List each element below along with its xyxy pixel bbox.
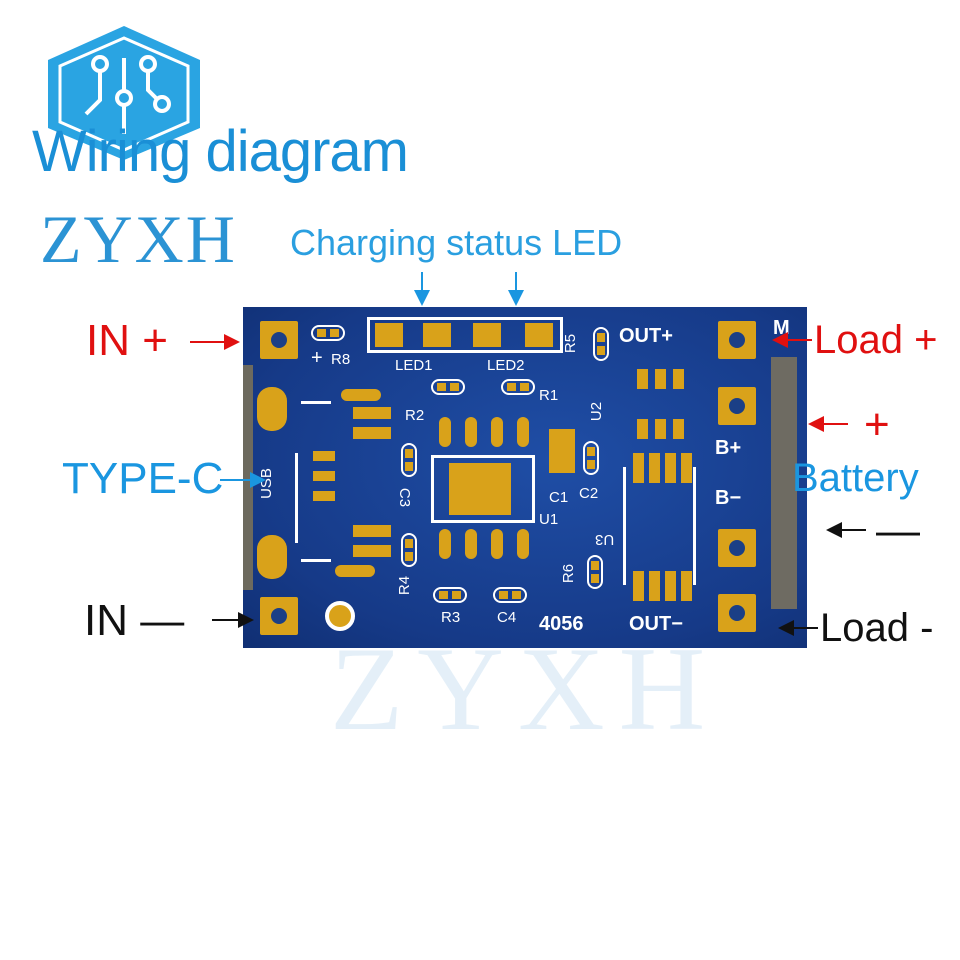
silk-line [301, 401, 331, 404]
silk-led2: LED2 [487, 357, 525, 374]
r4-resistor [401, 533, 417, 567]
c4-capacitor [493, 587, 527, 603]
label-battery-minus: — [876, 506, 920, 555]
u3-outline [623, 467, 626, 585]
u3-pin [665, 571, 676, 601]
label-load-minus: Load - [820, 606, 934, 650]
usb-pin [313, 491, 335, 501]
in-plus-pad [260, 321, 298, 359]
r1-resistor [501, 379, 535, 395]
u2-pin [655, 369, 666, 389]
pcb-board: + R8 LED1 LED2 R5 OUT+ M R1 R2 C3 C1 C2 … [243, 307, 807, 648]
c2-capacitor [583, 441, 599, 475]
charging-status-led-label: Charging status LED [290, 222, 623, 263]
watermark: ZYXH [330, 622, 720, 755]
usb-pin [353, 427, 391, 439]
silk-c1: C1 [549, 489, 569, 506]
led1-pad [423, 323, 451, 347]
u3-pin [681, 571, 692, 601]
label-in-plus: IN + [86, 316, 168, 365]
out-minus-pad [718, 594, 756, 632]
label-type-c: TYPE-C [62, 454, 224, 503]
u1-pin [517, 529, 529, 559]
usb-pin [335, 565, 375, 577]
label-load-plus: Load + [814, 318, 938, 362]
brand-name: ZYXH [40, 201, 237, 277]
u3-pin [649, 571, 660, 601]
u1-pin [491, 529, 503, 559]
u3-pin [665, 453, 676, 483]
led2-pad [473, 323, 501, 347]
u1-thermal-pad [449, 463, 511, 515]
silk-out-plus: OUT+ [619, 325, 673, 347]
u1-pin [491, 417, 503, 447]
in-minus-pad [260, 597, 298, 635]
silk-led1: LED1 [395, 357, 433, 374]
b-minus-pad [718, 529, 756, 567]
zyxh-logo [48, 26, 200, 160]
battery-strip [771, 357, 797, 609]
u1-outline [431, 455, 535, 523]
u3-pin [681, 453, 692, 483]
c3-capacitor [401, 443, 417, 477]
u3-pin [633, 453, 644, 483]
r6-resistor [587, 555, 603, 589]
u1-pin [517, 417, 529, 447]
usb-pin [313, 451, 335, 461]
usb-pin [341, 389, 381, 401]
silk-plus: + [311, 347, 323, 369]
r3-resistor [433, 587, 467, 603]
label-battery: Battery [792, 456, 919, 500]
u2-pin [655, 419, 666, 439]
silk-r1: R1 [539, 387, 559, 404]
usb-pin [353, 407, 391, 419]
out-plus-pad [718, 321, 756, 359]
silk-r3: R3 [441, 609, 461, 626]
silk-line [301, 559, 331, 562]
u2-pin [673, 369, 684, 389]
label-battery-plus: + [864, 400, 890, 449]
usb-pin [353, 525, 391, 537]
u2-pin [637, 419, 648, 439]
led2-pad [525, 323, 553, 347]
page-title: Wiring diagram [32, 119, 409, 184]
u3-pin [649, 453, 660, 483]
usb-pin [353, 545, 391, 557]
label-in-minus: IN — [84, 596, 185, 645]
r5-resistor [593, 327, 609, 361]
led-outline [367, 317, 563, 353]
silk-u1: U1 [539, 511, 559, 528]
usb-shell [243, 365, 253, 590]
usb-pad [257, 535, 287, 579]
u1-pin [465, 529, 477, 559]
c1-pad [549, 429, 575, 473]
silk-c2: C2 [579, 485, 599, 502]
silk-out-minus: OUT− [629, 613, 683, 635]
silk-b-plus: B+ [715, 437, 742, 459]
u2-pin [673, 419, 684, 439]
u2-pin [637, 369, 648, 389]
b-plus-pad [718, 387, 756, 425]
usb-pin [313, 471, 335, 481]
u1-pin [439, 529, 451, 559]
r2-resistor [431, 379, 465, 395]
u3-pin [633, 571, 644, 601]
silk-model: 4056 [539, 613, 584, 635]
silk-b-minus: B− [715, 487, 742, 509]
silk-r2: R2 [405, 407, 425, 424]
silk-r8: R8 [331, 351, 351, 368]
silk-c4: C4 [497, 609, 517, 626]
led1-pad [375, 323, 403, 347]
usb-pad [257, 387, 287, 431]
r8-resistor [311, 325, 345, 341]
u3-outline [693, 467, 696, 585]
u1-pin [439, 417, 451, 447]
mount-hole [325, 601, 355, 631]
silk-line [295, 453, 298, 543]
u1-pin [465, 417, 477, 447]
